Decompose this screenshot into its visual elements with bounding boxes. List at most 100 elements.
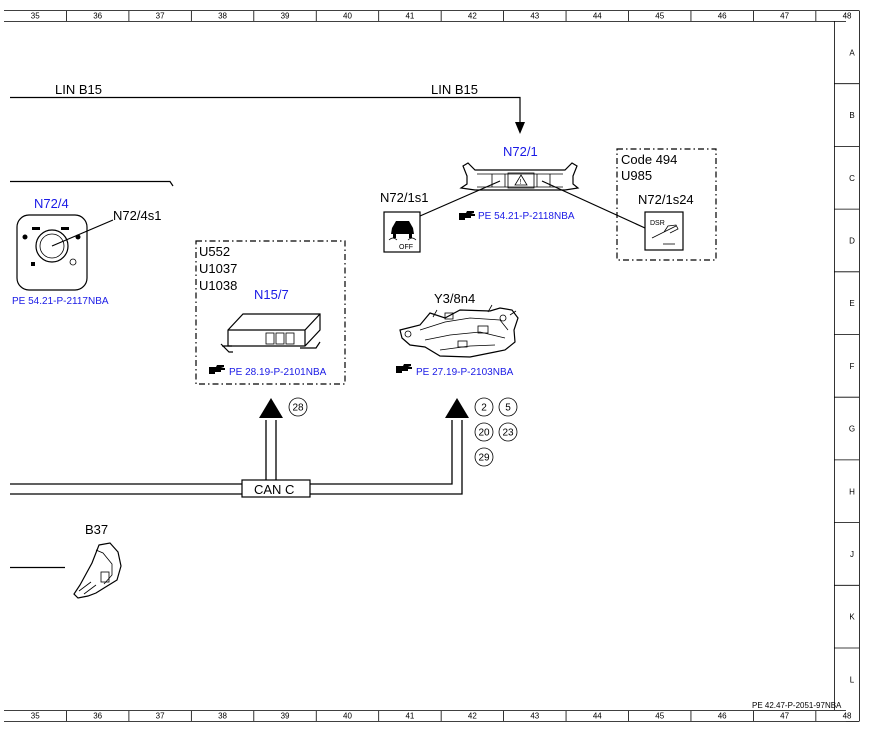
row-ruler-right: A B C D E F G H J K L <box>834 48 859 684</box>
column-number: 40 <box>343 12 352 21</box>
n15-7-code-2: U1037 <box>199 261 237 276</box>
connection-number: 20 <box>478 428 490 439</box>
y3-8n4-ref: PE 27.19-P-2103NBA <box>416 367 514 378</box>
hand-pointer-icon <box>459 211 475 220</box>
column-number: 38 <box>218 12 227 21</box>
component-n72-1s1: N72/1s1 OFF <box>380 180 501 253</box>
connection-circle <box>498 422 518 442</box>
n72-4s1-label: N72/4s1 <box>113 208 161 223</box>
n72-1s24-code: Code 494 <box>621 152 677 167</box>
svg-text:!: ! <box>520 179 522 186</box>
row-letter: G <box>849 425 855 434</box>
n15-7-can-arrow <box>259 398 283 418</box>
n72-1-ref: PE 54.21-P-2118NBA <box>478 211 575 222</box>
n72-1-id: N72/1 <box>503 144 538 159</box>
column-number: 35 <box>31 12 40 21</box>
column-number: 42 <box>468 12 477 21</box>
row-letter: D <box>849 236 855 245</box>
column-number: 36 <box>93 12 102 21</box>
n15-7-variant-box <box>195 240 346 385</box>
component-n72-4: N72/4 N72/4s1 PE 54.21-P-2117NBA <box>10 180 174 307</box>
connection-number: 23 <box>502 428 514 439</box>
n72-1-panel-icon: ! <box>459 162 580 191</box>
n15-7-id: N15/7 <box>254 287 289 302</box>
n72-1s24-variant-box <box>616 148 717 261</box>
hand-pointer-icon <box>209 365 225 374</box>
connection-circle <box>474 447 494 467</box>
n15-7-code-1: U552 <box>199 244 230 259</box>
column-number: 38 <box>218 712 227 721</box>
column-number: 46 <box>718 12 727 21</box>
n15-7-ref: PE 28.19-P-2101NBA <box>229 367 327 378</box>
can-bus: CAN C <box>10 398 469 498</box>
b37-id: B37 <box>85 522 108 537</box>
row-letter: C <box>849 174 855 183</box>
connection-number: 5 <box>505 403 511 414</box>
column-number: 41 <box>405 712 414 721</box>
row-letter: A <box>849 48 855 57</box>
valve-body-module-icon <box>399 304 519 358</box>
n15-7-connection-markers: 28 <box>288 397 308 417</box>
row-letter: L <box>850 675 855 684</box>
column-number: 37 <box>156 12 165 21</box>
component-n72-1s24: Code 494 U985 N72/1s24 DSR <box>541 148 717 261</box>
column-number: 40 <box>343 712 352 721</box>
row-letter: K <box>849 613 855 622</box>
component-n72-1: N72/1 ! PE 54.21-P-2118NBA <box>459 144 580 222</box>
y3-8n4-can-arrow <box>445 398 469 418</box>
row-letter: J <box>850 550 854 559</box>
control-module-icon <box>220 313 321 353</box>
column-number: 39 <box>281 712 290 721</box>
column-number: 43 <box>530 712 539 721</box>
row-letter: E <box>849 299 854 308</box>
column-number: 48 <box>843 12 852 21</box>
connection-number: 29 <box>478 453 490 464</box>
connection-number: 2 <box>481 403 487 414</box>
column-number: 45 <box>655 12 664 21</box>
component-n15-7: U552 U1037 U1038 N15/7 PE 28.19-P-2101NB… <box>195 240 346 385</box>
esp-off-switch-icon <box>383 211 421 253</box>
pedal-sensor-icon <box>73 542 122 599</box>
sheet-frame <box>4 10 860 722</box>
hand-pointer-icon <box>396 364 412 373</box>
n72-1s24-icon-text: DSR <box>650 220 665 227</box>
component-b37: B37 <box>10 522 122 599</box>
n72-1s1-id: N72/1s1 <box>380 190 428 205</box>
n72-1s1-icon-text: OFF <box>399 244 413 251</box>
car-skid-icon <box>388 221 417 241</box>
lin-bus-label-left: LIN B15 <box>55 82 102 97</box>
column-number: 35 <box>31 712 40 721</box>
y3-8n4-id: Y3/8n4 <box>434 291 475 306</box>
column-number: 45 <box>655 712 664 721</box>
can-bus-label: CAN C <box>254 482 294 497</box>
row-letter: F <box>850 362 855 371</box>
column-ruler-top: 35 36 37 38 39 40 41 42 43 44 45 46 47 48 <box>31 11 852 21</box>
column-number: 43 <box>530 12 539 21</box>
component-y3-8n4: Y3/8n4 PE 27.19-P-2103NBA <box>396 291 519 378</box>
row-letter: B <box>849 111 854 120</box>
column-number: 42 <box>468 712 477 721</box>
column-number: 48 <box>843 712 852 721</box>
column-number: 46 <box>718 712 727 721</box>
column-number: 47 <box>780 12 789 21</box>
column-number: 39 <box>281 12 290 21</box>
n72-1s24-variant: U985 <box>621 168 652 183</box>
n72-4-ref: PE 54.21-P-2117NBA <box>12 296 109 307</box>
row-letter: H <box>849 487 855 496</box>
y3-8n4-connection-markers: 2 5 20 23 29 <box>474 397 518 467</box>
n72-4-id: N72/4 <box>34 196 69 211</box>
light-switch-icon <box>16 214 114 291</box>
column-number: 41 <box>405 12 414 21</box>
connection-number: 28 <box>292 403 304 414</box>
column-number: 44 <box>593 712 602 721</box>
connection-circle <box>474 397 494 417</box>
connection-circle <box>498 397 518 417</box>
lin-bus-label-right: LIN B15 <box>431 82 478 97</box>
drawing-number: PE 42.47-P-2051-97NBA <box>752 701 842 710</box>
connection-circle <box>288 397 308 417</box>
dsr-switch-icon <box>644 211 684 251</box>
column-number: 47 <box>780 712 789 721</box>
n15-7-code-3: U1038 <box>199 278 237 293</box>
column-number: 44 <box>593 12 602 21</box>
